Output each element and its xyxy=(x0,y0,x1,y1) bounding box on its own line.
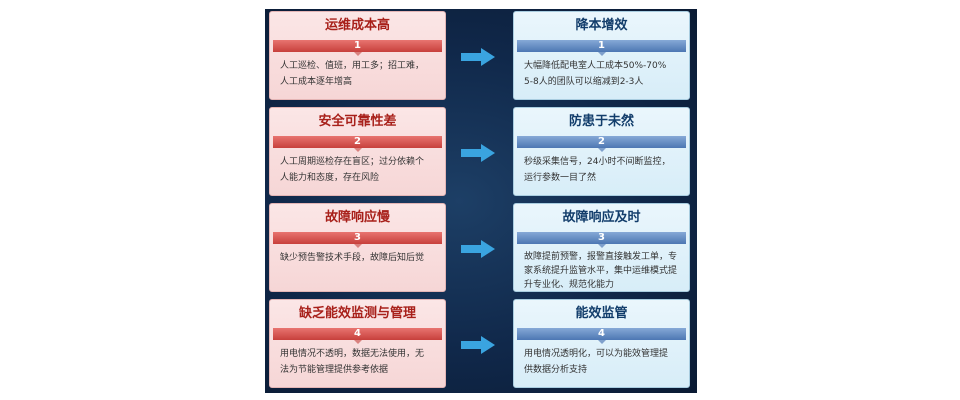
problem-body-line: 用电情况不透明，数据无法使用，无 xyxy=(280,349,425,359)
solution-body-line: 5-8人的团队可以缩减到2-3人 xyxy=(524,77,644,87)
solution-body-line: 升专业化、规范化能力 xyxy=(524,280,615,290)
problem-body-line: 人工成本逐年增高 xyxy=(280,77,353,87)
pointer-triangle xyxy=(353,244,362,248)
right-arrow-icon xyxy=(461,240,495,258)
problem-number: 4 xyxy=(273,328,442,340)
solution-body-line: 运行参数一目了然 xyxy=(524,173,597,183)
problem-title: 故障响应慢 xyxy=(324,210,390,225)
pointer-triangle xyxy=(353,148,362,152)
solution-number: 3 xyxy=(517,232,686,244)
solution-body: 故障提前预警，报警直接触发工单，专 家系统提升监管水平，集中运维模式提 升专业化… xyxy=(514,248,689,291)
solution-body-line: 用电情况透明化，可以为能效管理提 xyxy=(524,349,669,359)
problem-number: 2 xyxy=(273,136,442,148)
problem-body-line: 人工周期巡检存在盲区；过分依赖个 xyxy=(280,157,425,167)
problem-body: 用电情况不透明，数据无法使用，无 法为节能管理提供参考依据 xyxy=(270,344,445,378)
solution-title: 防患于未然 xyxy=(568,114,634,129)
diagram-panel: 运维成本高 1 人工巡检、值班，用工多；招工难， 人工成本逐年增高 降本增效 1… xyxy=(265,9,697,393)
solution-number: 2 xyxy=(517,136,686,148)
solution-card-1: 降本增效 1 大幅降低配电室人工成本50%-70% 5-8人的团队可以缩减到2-… xyxy=(513,11,690,100)
problem-body-line: 人能力和态度，存在风险 xyxy=(280,173,380,183)
right-arrow-icon xyxy=(461,144,495,162)
solution-body: 大幅降低配电室人工成本50%-70% 5-8人的团队可以缩减到2-3人 xyxy=(514,56,689,90)
problem-number: 3 xyxy=(273,232,442,244)
solution-title: 能效监管 xyxy=(575,306,628,321)
problem-card-3: 故障响应慢 3 缺少预告警技术手段，故障后知后觉 xyxy=(269,203,446,292)
problem-body-line: 人工巡检、值班，用工多；招工难， xyxy=(280,61,425,71)
solution-number: 1 xyxy=(517,40,686,52)
solution-card-2: 防患于未然 2 秒级采集信号，24小时不间断监控， 运行参数一目了然 xyxy=(513,107,690,196)
problem-body-line: 法为节能管理提供参考依据 xyxy=(280,365,389,375)
pointer-triangle xyxy=(353,52,362,56)
solution-body-line: 故障提前预警，报警直接触发工单，专 xyxy=(524,252,678,262)
problem-card-4: 缺乏能效监测与管理 4 用电情况不透明，数据无法使用，无 法为节能管理提供参考依… xyxy=(269,299,446,388)
pointer-triangle xyxy=(597,340,606,344)
problem-title: 安全可靠性差 xyxy=(318,114,397,129)
problem-title: 缺乏能效监测与管理 xyxy=(298,306,416,321)
solution-body-line: 秒级采集信号，24小时不间断监控， xyxy=(524,157,671,167)
problem-body-line: 缺少预告警技术手段，故障后知后觉 xyxy=(280,253,425,263)
problem-title: 运维成本高 xyxy=(324,18,390,33)
solution-body: 秒级采集信号，24小时不间断监控， 运行参数一目了然 xyxy=(514,152,689,186)
problem-number: 1 xyxy=(273,40,442,52)
solution-body-line: 家系统提升监管水平，集中运维模式提 xyxy=(524,266,678,276)
solution-body-line: 供数据分析支持 xyxy=(524,365,588,375)
pointer-triangle xyxy=(353,340,362,344)
solution-card-4: 能效监管 4 用电情况透明化，可以为能效管理提 供数据分析支持 xyxy=(513,299,690,388)
problem-body: 人工周期巡检存在盲区；过分依赖个 人能力和态度，存在风险 xyxy=(270,152,445,186)
solution-body-line: 大幅降低配电室人工成本50%-70% xyxy=(524,61,667,71)
pointer-triangle xyxy=(597,244,606,248)
problem-card-1: 运维成本高 1 人工巡检、值班，用工多；招工难， 人工成本逐年增高 xyxy=(269,11,446,100)
problem-body: 缺少预告警技术手段，故障后知后觉 xyxy=(270,248,445,266)
right-arrow-icon xyxy=(461,48,495,66)
solution-card-3: 故障响应及时 3 故障提前预警，报警直接触发工单，专 家系统提升监管水平，集中运… xyxy=(513,203,690,292)
solution-title: 故障响应及时 xyxy=(562,210,641,225)
solution-title: 降本增效 xyxy=(575,18,628,33)
pointer-triangle xyxy=(597,52,606,56)
problem-card-2: 安全可靠性差 2 人工周期巡检存在盲区；过分依赖个 人能力和态度，存在风险 xyxy=(269,107,446,196)
solution-number: 4 xyxy=(517,328,686,340)
right-arrow-icon xyxy=(461,336,495,354)
problem-body: 人工巡检、值班，用工多；招工难， 人工成本逐年增高 xyxy=(270,56,445,90)
solution-body: 用电情况透明化，可以为能效管理提 供数据分析支持 xyxy=(514,344,689,378)
pointer-triangle xyxy=(597,148,606,152)
